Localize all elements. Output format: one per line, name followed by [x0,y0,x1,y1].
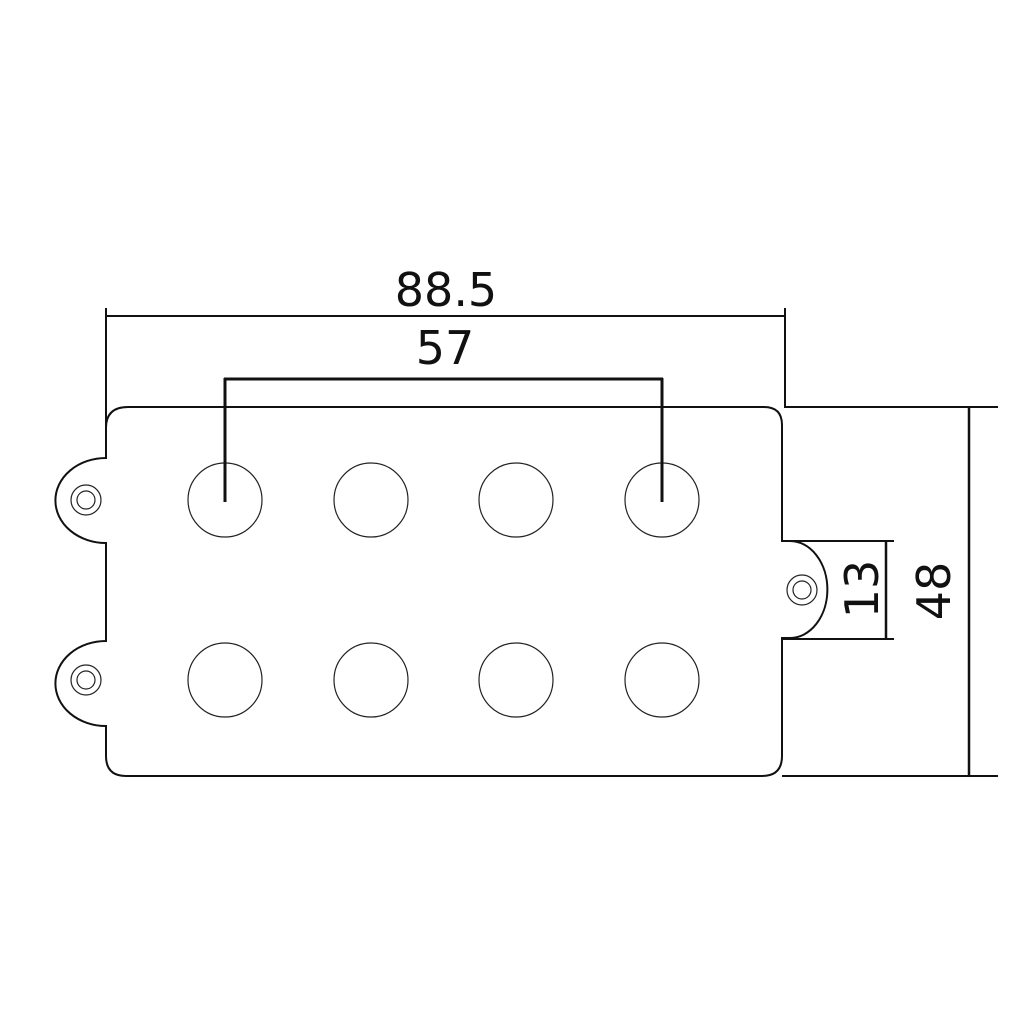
dimension-label-pole-span: 57 [416,321,475,375]
mounting-hole-right [786,574,818,606]
pole-piece [478,642,554,718]
dimension-pole-span: 57 [223,321,664,502]
mounting-hole-left-top [70,484,102,516]
dimension-label-mount-tab: 13 [835,560,889,619]
dimension-overall-height: 48 [782,406,998,777]
dimension-overall-width: 88.5 [105,263,786,440]
mounting-hole-left-bottom [70,664,102,696]
pole-piece [333,462,409,538]
dimension-label-overall-width: 88.5 [395,263,497,317]
pole-piece [187,642,263,718]
dimension-mount-tab: 13 [782,540,894,640]
pole-piece [333,642,409,718]
pickup-outline [54,406,829,777]
pole-piece [478,462,554,538]
dimension-label-overall-height: 48 [907,562,961,621]
pole-pieces-bottom-row [187,642,700,718]
pole-piece [624,642,700,718]
pole-pieces-top-row [187,462,700,538]
